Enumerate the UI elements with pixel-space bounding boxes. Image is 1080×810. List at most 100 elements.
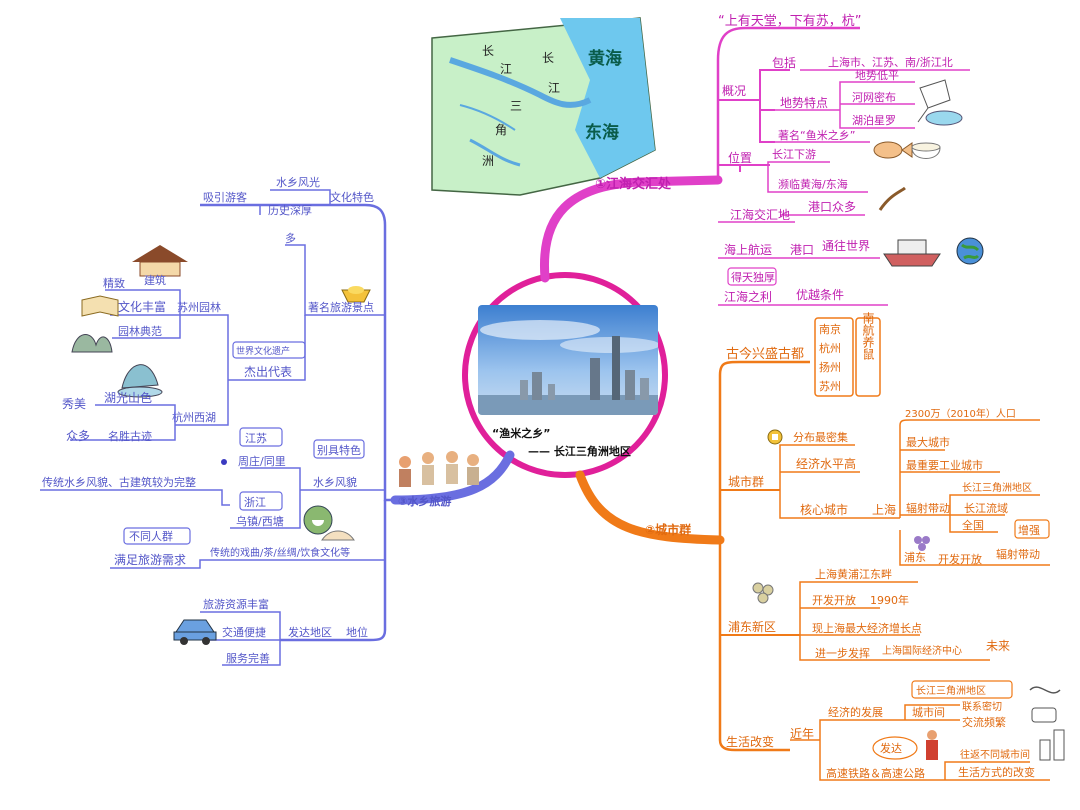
gangkou-many: 港口众多: [808, 200, 856, 214]
ship-icon: [883, 239, 941, 267]
detian: 得天独厚: [731, 271, 775, 284]
hangzhou-item: 湖光山色: [104, 390, 152, 405]
car-icon: [173, 619, 217, 645]
grapes-icon: [752, 582, 774, 604]
hexin: 核心城市: [800, 502, 848, 517]
fangshi: 生活方式的改变: [958, 765, 1035, 779]
wuzhen: 乌镇/西塘: [236, 514, 284, 528]
dishi-item: 地势低平: [855, 69, 899, 82]
center-title: “渔米之乡”: [492, 426, 550, 440]
diwei-item: 旅游资源丰富: [203, 597, 269, 611]
diwei-item: 服务完善: [226, 651, 270, 665]
dumpling-icon: [321, 530, 355, 541]
coin-icon: [767, 429, 783, 445]
baokuo-value: 上海市、江苏、南/浙江北: [828, 55, 953, 69]
city: 扬州: [819, 360, 841, 374]
gujin: 古今兴盛古都: [726, 346, 804, 362]
suzhou-item: 精致: [103, 276, 125, 290]
zhejiang: 浙江: [244, 496, 266, 509]
largest: 最大城市: [906, 435, 950, 449]
duo: 多: [285, 231, 296, 245]
jianghai-li: 江海之利: [724, 289, 772, 304]
person-icon: [926, 730, 938, 760]
lake-icon: [925, 110, 963, 126]
pudong-item: 现上海最大经济增长点: [812, 621, 922, 635]
fushe-item: 长江三角洲地区: [962, 481, 1032, 494]
gaosu: 高速铁路＆高速公路: [826, 766, 925, 780]
yibie: 别具特色: [317, 443, 361, 457]
weizhi-item: 长江下游: [772, 148, 816, 161]
phone-icon: [1029, 686, 1061, 723]
wenhua: 文化特色: [330, 190, 374, 204]
shuixiang-fengguang: 水乡风光: [276, 175, 320, 189]
jingji: 经济水平高: [796, 456, 856, 471]
fushe-item: 长江流域: [964, 501, 1008, 515]
haishang: 海上航运: [724, 242, 772, 257]
branch-1-connector: [539, 175, 723, 283]
suzhou-item: 园林典范: [118, 324, 162, 338]
city: 杭州: [819, 341, 841, 355]
branch-3: ③水乡旅游 文化特色 水乡风光 历史深厚 吸引游客 多 著名旅游景点 世界文化遗…: [40, 175, 479, 666]
jingji-fazhan: 经济的发展: [828, 705, 883, 719]
suzhou: 苏州园林: [177, 300, 221, 314]
book-icon: [81, 295, 119, 317]
center-topic: “渔米之乡” —— 长江三角洲地区: [462, 272, 668, 478]
branch-1: ①江海交汇处 “上有天堂，下有苏，杭” 概况 包括 上海市、江苏、南/浙江北 地…: [595, 13, 984, 306]
wangfan: 往返不同城市间: [960, 748, 1030, 761]
map-sea-yellow: 黄海: [588, 48, 622, 69]
fenbu: 分布最密集: [793, 430, 848, 444]
dishi-item: 河网密布: [852, 90, 896, 104]
kite-icon: [917, 79, 951, 123]
shenghuo: 生活改变: [726, 734, 774, 749]
map-label: 三: [510, 99, 522, 113]
pudong-item: 上海黄浦江东畔: [815, 567, 892, 581]
suzhou-item: 建筑: [144, 273, 166, 287]
hangzhou-item: 众多: [66, 429, 90, 443]
zhuming: 著名旅游景点: [308, 300, 374, 314]
yangtze-river: [449, 57, 592, 108]
map-label: 江: [548, 81, 560, 95]
xiqu: 传统的戏曲/茶/丝绸/饮食文化等: [210, 546, 350, 559]
fushe: 辐射带动: [906, 501, 950, 515]
pudong-item: 1990年: [870, 593, 909, 607]
ingot-icon: [341, 286, 371, 303]
youyue: 优越条件: [796, 288, 844, 302]
jianghai: 江海交汇地: [730, 207, 790, 222]
jiechu: 杰出代表: [244, 365, 292, 379]
tea-icon: [303, 505, 333, 535]
buildings-icon: [1039, 729, 1065, 761]
cities-mnemonic: 南航养鼠: [861, 311, 875, 360]
lishi: 历史深厚: [268, 204, 312, 217]
hangzhou-item: 秀美: [62, 397, 86, 411]
chuantong: 传统水乡风貌、古建筑较为完整: [42, 475, 196, 489]
feather-icon: [878, 186, 906, 211]
fish-icon: [873, 141, 913, 159]
dishi: 地势特点: [780, 95, 828, 110]
diwei-item: 交通便捷: [222, 625, 266, 639]
map-label: 长: [482, 44, 494, 58]
city-photo: [478, 305, 658, 415]
branch-1-label: ①江海交汇处: [595, 176, 672, 192]
dishi-item: 湖泊星罗: [852, 114, 896, 127]
bullet-dot: [221, 459, 227, 465]
grapes-icon: [914, 536, 930, 551]
sea-area: [560, 18, 655, 178]
yangtze-delta-map: 长 江 长 江 三 角 洲 黄海 东海: [431, 17, 656, 196]
pudong-item: 开发开放: [812, 593, 856, 607]
fada: 发达: [880, 741, 902, 755]
gaikuang: 概况: [722, 84, 746, 98]
pudong-item: 未来: [986, 639, 1010, 653]
center-subtitle: —— 长江三角洲地区: [528, 444, 631, 458]
csj-item: 交流频繁: [962, 715, 1006, 729]
gangkou: 港口: [790, 243, 814, 257]
zengqiang: 增强: [1018, 523, 1040, 537]
rice-bowl-icon: [911, 142, 941, 159]
tongwang: 通往世界: [822, 238, 870, 253]
city: 南京: [819, 322, 841, 336]
branch-3-connector: [390, 450, 515, 505]
xiyin: 吸引游客: [203, 190, 247, 204]
city: 苏州: [819, 380, 841, 393]
branch-2-label: ②城市群: [645, 522, 691, 537]
pudong-new: 浦东新区: [728, 619, 776, 634]
